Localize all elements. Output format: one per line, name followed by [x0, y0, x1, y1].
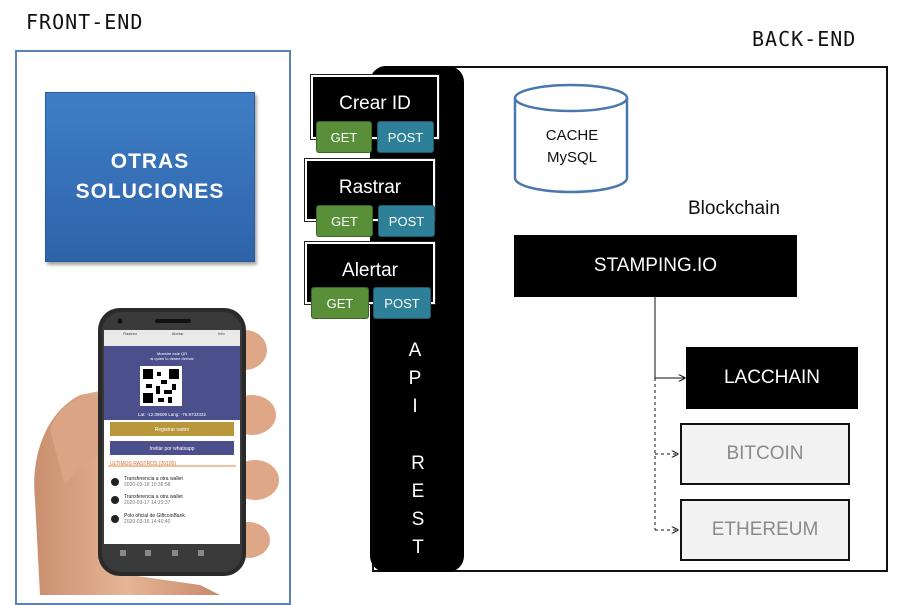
phone-item-date: 2020-03-18 10:36:58 — [124, 482, 171, 488]
phone-tab-rastreo[interactable]: Rastreo — [123, 331, 138, 336]
phone-tab-info[interactable]: Info — [218, 331, 225, 336]
hand-holding-phone-illustration — [34, 308, 279, 595]
api-letter: P — [408, 368, 422, 389]
endpoint-label: Alertar — [342, 260, 398, 281]
phone-tab-alertar[interactable]: Alertar — [171, 331, 184, 336]
cache-line1: CACHE — [545, 127, 599, 144]
crear-id-post-button[interactable]: POST — [377, 121, 434, 153]
rastrar-post-button[interactable]: POST — [378, 205, 435, 237]
blockchain-label: Blockchain — [688, 198, 780, 219]
endpoint-label: Crear ID — [339, 93, 411, 114]
alertar-get-button[interactable]: GET — [311, 287, 369, 319]
phone-register-button[interactable]: Registrar rastro — [154, 427, 190, 433]
phone-item-date: 2020-03-17 14:29:37 — [124, 500, 171, 506]
phone-qr-caption: Muestre este QR al quien lo desee deriva… — [150, 351, 194, 361]
phone-item-date: 2020-03-16 14:40:40 — [124, 519, 171, 525]
api-letter: A — [408, 340, 422, 361]
otras-soluciones-box: OTRAS SOLUCIONES — [45, 92, 255, 262]
endpoint-label: Rastrar — [338, 177, 402, 198]
cache-line2: MySQL — [546, 149, 597, 166]
database-cylinder-icon — [513, 83, 629, 194]
phone-item-title: Polo oficial de GiftcoinBank — [124, 513, 185, 519]
frontend-title: FRONT-END — [26, 10, 144, 34]
phone-item-title: Transferencia a otra wallet — [124, 476, 183, 482]
cache-label: CACHE MySQL — [512, 125, 632, 169]
ethereum-box: ETHEREUM — [680, 499, 850, 561]
api-letter: I — [412, 396, 418, 417]
crear-id-get-button[interactable]: GET — [316, 121, 372, 153]
phone-item-title: Transferencia a otra wallet — [124, 494, 183, 500]
bitcoin-box: BITCOIN — [680, 423, 850, 485]
backend-title: BACK-END — [752, 27, 857, 51]
rest-letter: S — [411, 509, 425, 530]
rest-letter: E — [411, 481, 425, 502]
connector-lines — [654, 296, 700, 536]
phone-whatsapp-button[interactable]: Invitar por whatsapp — [149, 446, 195, 452]
stamping-io-box: STAMPING.IO — [514, 235, 797, 297]
phone-coords: Lat: -12.09609 Lang: -76.9732332 — [137, 412, 207, 417]
phone-list-header: ULTIMOS RASTROS (26100) — [110, 461, 177, 467]
phone-list-item[interactable]: Polo oficial de GiftcoinBank 2020-03-16 … — [124, 513, 185, 525]
alertar-post-button[interactable]: POST — [373, 287, 431, 319]
rest-letter: T — [412, 537, 424, 558]
rastrar-get-button[interactable]: GET — [316, 205, 373, 237]
phone-list-item[interactable]: Transferencia a otra wallet 2020-03-17 1… — [124, 494, 183, 506]
phone-tab-bar: Rastreo Alertar Info — [106, 331, 242, 336]
rest-letter: R — [411, 453, 425, 474]
phone-list-item[interactable]: Transferencia a otra wallet 2020-03-18 1… — [124, 476, 183, 488]
lacchain-box: LACCHAIN — [686, 347, 858, 409]
